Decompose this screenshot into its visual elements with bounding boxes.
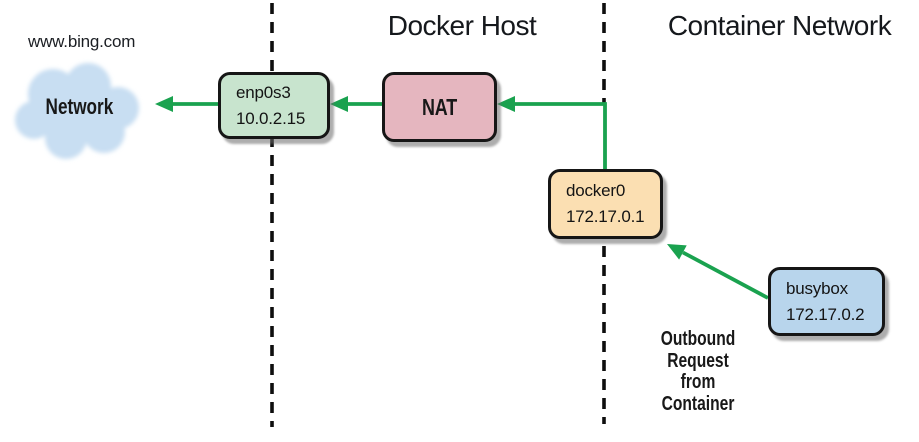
arrowhead-to-enp0s3-icon bbox=[330, 96, 348, 112]
external-url-label: www.bing.com bbox=[28, 32, 136, 51]
container-network-title: Container Network bbox=[667, 10, 892, 41]
outbound-annotation-line1: Outbound bbox=[660, 328, 736, 350]
outbound-annotation: Outbound Request from Container bbox=[628, 328, 768, 415]
busybox-ip: 172.17.0.2 bbox=[786, 304, 865, 324]
busybox-container-box: busybox 172.17.0.2 bbox=[768, 267, 885, 336]
arrowhead-to-network-icon bbox=[155, 96, 173, 112]
docker0-bridge-box: docker0 172.17.0.1 bbox=[548, 169, 663, 239]
enp0s3-name: enp0s3 bbox=[236, 82, 291, 102]
docker0-name: docker0 bbox=[566, 181, 626, 200]
arrow-nat-to-enp0s3 bbox=[330, 96, 382, 112]
cloud-label-wrap: Network bbox=[8, 94, 150, 120]
docker0-ip: 172.17.0.1 bbox=[566, 207, 645, 226]
arrowhead-to-nat-icon bbox=[497, 96, 515, 112]
network-cloud-label: Network bbox=[45, 94, 113, 119]
docker-host-title: Docker Host bbox=[387, 10, 537, 41]
nat-label: NAT bbox=[421, 94, 458, 120]
busybox-name: busybox bbox=[786, 278, 848, 298]
enp0s3-ip: 10.0.2.15 bbox=[236, 108, 306, 128]
arrow-enp0s3-to-network bbox=[155, 96, 218, 112]
outbound-annotation-line2: Request bbox=[667, 349, 729, 372]
arrowhead-to-docker0-icon bbox=[667, 244, 687, 260]
enp0s3-interface-box: enp0s3 10.0.2.15 bbox=[218, 72, 330, 139]
arrow-busybox-to-docker0 bbox=[667, 244, 769, 300]
network-cloud-icon bbox=[15, 63, 139, 159]
arrow-docker0-to-nat bbox=[497, 96, 607, 169]
outbound-annotation-line3: from Container bbox=[661, 371, 735, 415]
nat-box: NAT bbox=[382, 72, 497, 142]
